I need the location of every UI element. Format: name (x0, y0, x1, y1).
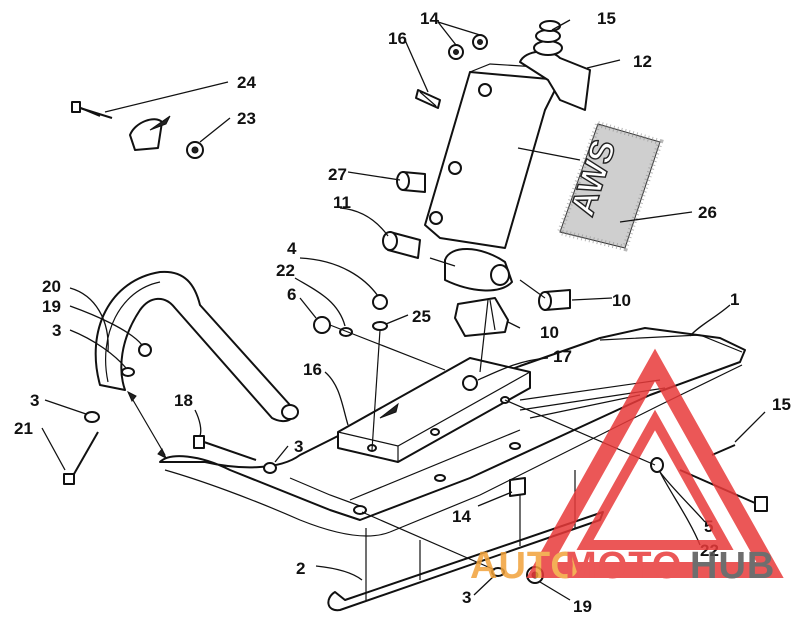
callout-2: 2 (296, 559, 305, 578)
callout-1: 1 (730, 290, 739, 309)
callout-12: 15 (597, 9, 616, 28)
callout-19a: 19 (42, 297, 61, 316)
callout-19b: 19 (573, 597, 592, 616)
callout-22a: 22 (276, 261, 295, 280)
callout-labels: 14 16 15 12 24 23 27 11 26 4 22 6 25 10 … (14, 9, 791, 616)
watermark-triangle (526, 348, 784, 578)
ski-saddle (337, 357, 531, 463)
leader-lines (41, 19, 766, 601)
callout-4: 4 (287, 239, 297, 258)
assembly-lines (126, 257, 656, 571)
callout-20: 20 (42, 277, 61, 296)
callout-21: 21 (14, 419, 33, 438)
callout-16: 16 (303, 360, 322, 379)
callout-6: 6 (287, 285, 296, 304)
callout-8: 11 (333, 193, 351, 212)
callout-23: 23 (237, 109, 256, 128)
callout-10: 10 (612, 291, 631, 310)
ski-handle (94, 270, 299, 423)
watermark-part-hub: HUB (690, 545, 775, 587)
ski-shock-absorber (424, 29, 591, 249)
bushing-27 (396, 171, 426, 193)
callout-15: 15 (772, 395, 791, 414)
callout-9: 12 (633, 52, 652, 71)
callout-3d: 3 (462, 588, 471, 607)
callout-24: 24 (237, 73, 256, 92)
watermark-part-auto: AUTO (470, 545, 581, 587)
callout-11: 14 (420, 9, 439, 28)
aws-decal: AWS (556, 120, 664, 252)
callout-5: 5 (704, 517, 713, 536)
callout-3b: 3 (30, 391, 39, 410)
callout-3c: 3 (294, 437, 303, 456)
bushing-8 (382, 231, 421, 259)
callout-13: 16 (388, 29, 407, 48)
watermark-part-moto: MOTO (565, 545, 682, 587)
callout-14: 14 (452, 507, 471, 526)
automotohub-watermark: AUTO MOTO HUB (470, 348, 784, 587)
shock-lower-mount (444, 248, 513, 337)
callout-3a: 3 (52, 321, 61, 340)
callout-27: 27 (328, 165, 347, 184)
callout-26: 26 (698, 203, 717, 222)
callout-17: 17 (553, 347, 572, 366)
bushing-10 (538, 289, 571, 311)
callout-7: 10 (540, 323, 559, 342)
callout-25: 25 (412, 307, 431, 326)
callout-18: 18 (174, 391, 193, 410)
